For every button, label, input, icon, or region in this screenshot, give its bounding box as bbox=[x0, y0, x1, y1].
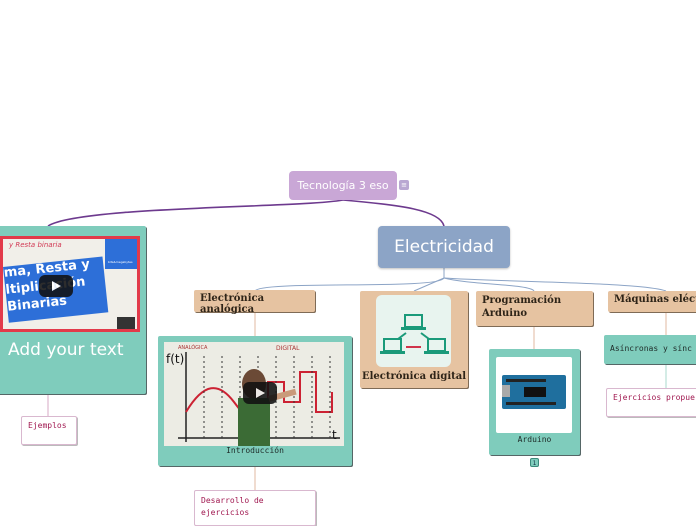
subtopic-label: Máquinas eléctr bbox=[614, 294, 696, 305]
ejemplos-node[interactable]: Ejemplos bbox=[21, 416, 77, 445]
binary-video-thumbnail[interactable]: y Resta binaria ma, Resta y ltiplicación… bbox=[0, 236, 140, 332]
subtopic-label: Electrónica digital bbox=[361, 371, 467, 382]
note-icon[interactable]: ≡ bbox=[399, 180, 409, 190]
thumb-handwriting: y Resta binaria bbox=[9, 241, 62, 249]
ejemplos-label: Ejemplos bbox=[28, 421, 67, 430]
play-button[interactable] bbox=[39, 275, 73, 297]
desarrollo-label: Desarrollo de ejercicios bbox=[201, 496, 264, 517]
subtopic-electronica-digital[interactable]: Electrónica digital bbox=[360, 291, 468, 388]
play-button[interactable] bbox=[243, 382, 277, 404]
video-header-right: DIGITAL bbox=[276, 345, 300, 352]
logo-text: bits&megabytes bbox=[108, 260, 133, 264]
arduino-card[interactable]: Arduino bbox=[489, 349, 580, 455]
central-topic[interactable]: Tecnología 3 eso bbox=[289, 171, 397, 200]
video-axis-y: f(t) bbox=[166, 352, 185, 366]
main-topic-electricidad[interactable]: Electricidad bbox=[378, 226, 510, 268]
arduino-board-image bbox=[496, 357, 572, 433]
video-axis-x: t bbox=[332, 428, 337, 442]
left-card-title: Add your text bbox=[8, 340, 124, 360]
channel-logo: bits&megabytes bbox=[105, 239, 137, 269]
subtopic-label: Electrónica analógica bbox=[200, 293, 265, 315]
left-card[interactable]: y Resta binaria ma, Resta y ltiplicación… bbox=[0, 226, 146, 394]
desarrollo-node[interactable]: Desarrollo de ejercicios bbox=[194, 490, 316, 526]
network-icon bbox=[376, 295, 451, 367]
main-topic-label: Electricidad bbox=[394, 237, 494, 257]
ejercicios-propuestos-label: Ejercicios propue bbox=[613, 393, 695, 402]
subtopic-electronica-analogica[interactable]: Electrónica analógica bbox=[194, 290, 315, 315]
attachment-badge[interactable]: 1 bbox=[530, 458, 539, 467]
central-topic-label: Tecnología 3 eso bbox=[297, 179, 389, 192]
analog-video-caption: Introducción bbox=[226, 446, 284, 455]
subtopic-label: Programación Arduino bbox=[482, 295, 562, 319]
arduino-caption: Arduino bbox=[517, 435, 552, 444]
subtopic-programacion-arduino[interactable]: Programación Arduino bbox=[476, 291, 593, 326]
ejercicios-propuestos-node[interactable]: Ejercicios propue bbox=[606, 388, 696, 417]
subtopic-maquinas-electricas[interactable]: Máquinas eléctr bbox=[608, 291, 696, 312]
analog-video-thumbnail[interactable]: ANALÓGICA DIGITAL f(t) t bbox=[164, 342, 344, 446]
thumb-dark-object bbox=[117, 317, 135, 329]
asincronas-label: Asíncronas y sínc bbox=[610, 344, 692, 353]
video-header-left: ANALÓGICA bbox=[178, 345, 208, 351]
asincronas-node[interactable]: Asíncronas y sínc bbox=[604, 335, 696, 364]
analog-video-card[interactable]: ANALÓGICA DIGITAL f(t) t Introducción bbox=[158, 336, 352, 466]
